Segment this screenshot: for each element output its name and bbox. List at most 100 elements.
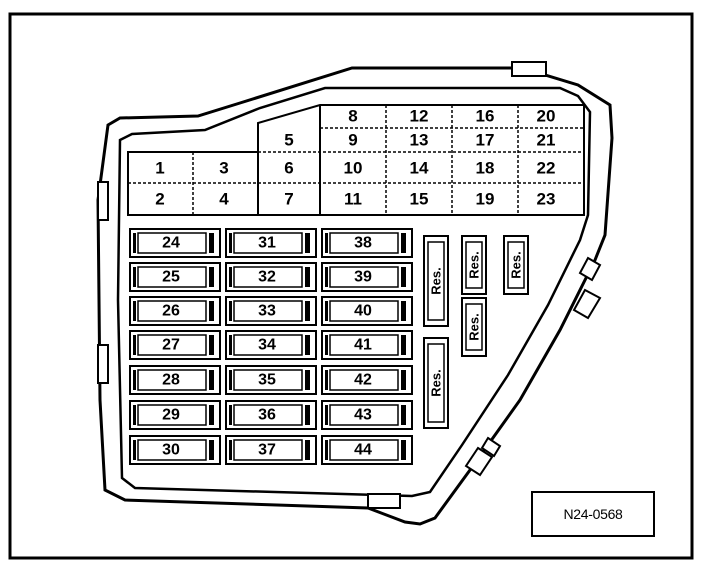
large-fuse-clip: [401, 301, 406, 321]
large-fuse-clip: [209, 335, 214, 355]
large-fuse-window: [329, 439, 399, 461]
large-fuse-clip: [209, 370, 214, 390]
small-fuse-label: 22: [537, 159, 556, 178]
large-fuse-label: 40: [354, 303, 372, 320]
large-fuse-label: 27: [162, 337, 180, 354]
housing-tab-right-2: [572, 288, 602, 320]
large-fuse: 42: [321, 365, 413, 395]
large-fuse-clip: [229, 233, 232, 253]
reserve-slot-label: Res.: [467, 251, 482, 278]
large-fuse-clip: [229, 335, 232, 355]
large-fuse-window: [329, 232, 399, 254]
large-fuse-clip: [209, 267, 214, 287]
large-fuse-window: [233, 439, 303, 461]
large-fuse-clip: [325, 301, 328, 321]
large-fuse: 38: [321, 228, 413, 258]
large-fuse-label: 43: [354, 407, 372, 424]
large-fuse-label: 37: [258, 442, 276, 459]
large-fuse-clip: [401, 405, 406, 425]
large-fuse-clip: [325, 335, 328, 355]
small-fuse-label: 23: [537, 190, 556, 209]
large-fuse-window: [137, 334, 207, 356]
large-fuse-clip: [229, 440, 232, 460]
housing-tab-right-1: [578, 256, 602, 282]
large-fuse-label: 25: [162, 269, 180, 286]
large-fuse: 30: [129, 435, 221, 465]
large-fuse-label: 35: [258, 372, 276, 389]
reserve-slot-label: Res.: [509, 251, 524, 278]
large-fuse-clip: [229, 267, 232, 287]
large-fuse-clip: [305, 301, 310, 321]
large-fuse-clip: [209, 405, 214, 425]
reference-code-box: [531, 491, 655, 537]
large-fuse-window: [329, 404, 399, 426]
large-fuse-clip: [133, 301, 136, 321]
reserve-slot-group: Res. Res. Res. Res. Res.: [423, 235, 529, 429]
large-fuse: 43: [321, 400, 413, 430]
large-fuse-window: [329, 369, 399, 391]
large-fuse: 40: [321, 296, 413, 326]
housing-tab-bottom: [367, 493, 401, 509]
large-fuse-clip: [229, 301, 232, 321]
large-fuse-clip: [133, 405, 136, 425]
large-fuse-label: 26: [162, 303, 180, 320]
large-fuse-window: [137, 266, 207, 288]
large-fuse: 26: [129, 296, 221, 326]
small-fuse-label: 15: [410, 190, 429, 209]
large-fuse-clip: [209, 233, 214, 253]
large-fuse-clip: [209, 440, 214, 460]
large-fuse-label: 39: [354, 269, 372, 286]
large-fuse-clip: [305, 267, 310, 287]
reserve-slot-inner: [427, 343, 445, 423]
small-fuse-label: 8: [348, 107, 357, 126]
housing-tab-top: [511, 61, 547, 77]
reserve-slot-inner: [507, 241, 525, 289]
large-fuse: 39: [321, 262, 413, 292]
reference-code: N24-0568: [563, 506, 623, 522]
housing-outline-outer: [96, 66, 614, 526]
reserve-slot: Res.: [503, 235, 529, 295]
small-fuse-label: 9: [348, 131, 357, 150]
large-fuse-window: [329, 334, 399, 356]
large-fuse: 29: [129, 400, 221, 430]
reserve-slot-inner: [465, 241, 483, 289]
large-fuse-window: [137, 439, 207, 461]
large-fuse-window: [233, 266, 303, 288]
large-fuse-window: [329, 266, 399, 288]
large-fuse-clip: [305, 440, 310, 460]
large-fuse-clip: [325, 233, 328, 253]
small-fuse-label: 10: [344, 159, 363, 178]
reserve-slot: Res.: [461, 235, 487, 295]
housing-tab-left-top: [97, 181, 109, 221]
small-fuse-label: 2: [155, 190, 164, 209]
large-fuse: 41: [321, 330, 413, 360]
large-fuse-clip: [401, 440, 406, 460]
large-fuse-clip: [209, 301, 214, 321]
large-fuse-window: [233, 369, 303, 391]
large-fuse-window: [137, 404, 207, 426]
large-fuse-window: [329, 300, 399, 322]
large-fuse-group: 2425262728293031323334353637383940414243…: [129, 228, 413, 465]
large-fuse-label: 29: [162, 407, 180, 424]
large-fuse-clip: [401, 370, 406, 390]
large-fuse-label: 34: [258, 337, 276, 354]
reserve-slot-label: Res.: [467, 313, 482, 340]
small-fuse-label: 19: [476, 190, 495, 209]
small-fuse-label: 13: [410, 131, 429, 150]
large-fuse-clip: [305, 335, 310, 355]
large-fuse-clip: [325, 370, 328, 390]
reserve-slot: Res.: [423, 235, 449, 327]
reserve-slot: Res.: [423, 337, 449, 429]
large-fuse-label: 30: [162, 442, 180, 459]
small-fuse-label: 21: [537, 131, 556, 150]
large-fuse: 35: [225, 365, 317, 395]
reserve-slot-inner: [465, 303, 483, 351]
large-fuse-clip: [133, 370, 136, 390]
large-fuse-label: 33: [258, 303, 276, 320]
small-fuse-label: 14: [410, 159, 429, 178]
large-fuse-clip: [325, 440, 328, 460]
large-fuse: 37: [225, 435, 317, 465]
large-fuse-clip: [305, 370, 310, 390]
large-fuse-clip: [229, 370, 232, 390]
